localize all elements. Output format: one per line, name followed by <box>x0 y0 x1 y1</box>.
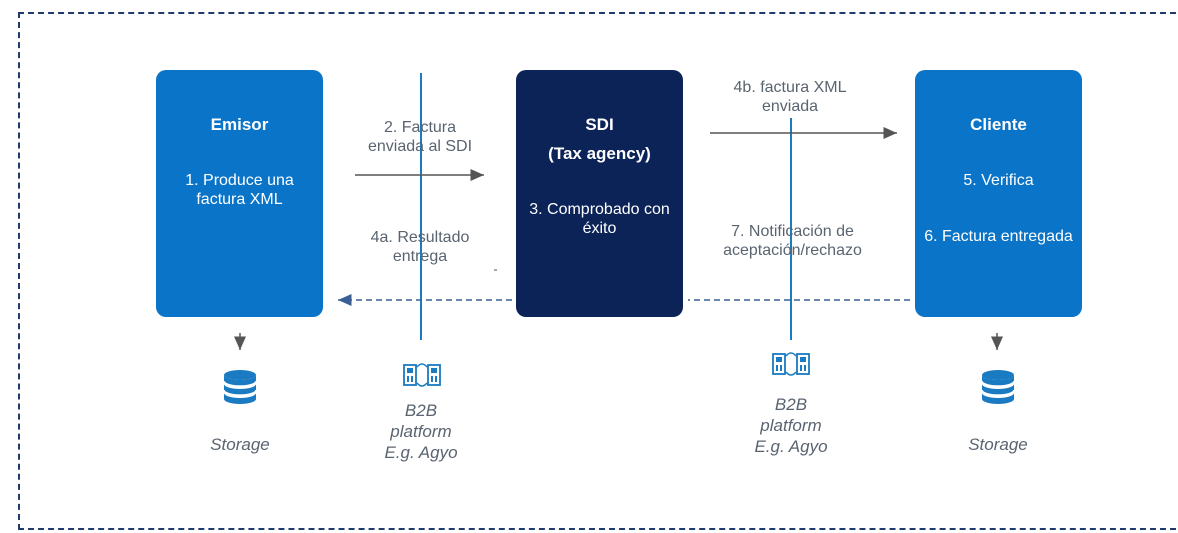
b2b-right-label: B2B platform E.g. Agyo <box>754 395 828 456</box>
storage-left-label: Storage <box>210 435 270 454</box>
cliente-step5: 5. Verifica <box>963 172 1034 189</box>
sdi-title: SDI <box>585 115 614 134</box>
emisor-step1: 1. Produce una factura XML <box>185 172 294 208</box>
emisor-title: Emisor <box>210 115 269 134</box>
sdi-box: SDI (Tax agency) 3. Comprobado con éxito <box>516 70 683 317</box>
cliente-box: Cliente 5. Verifica 6. Factura entregada <box>915 70 1082 317</box>
database-icon-left <box>223 370 257 404</box>
b2b-left-label: B2B platform E.g. Agyo <box>384 401 458 462</box>
label-step2: 2. Factura enviada al SDI <box>367 119 473 155</box>
sdi-step3: 3. Comprobado con éxito <box>529 201 670 237</box>
emisor-box: Emisor 1. Produce una factura XML <box>156 70 323 317</box>
diagram-frame <box>18 12 1176 530</box>
sdi-subtitle: (Tax agency) <box>548 144 651 163</box>
label-step4b: 4b. factura XML enviada <box>733 79 847 115</box>
label-step7: 7. Notificación de aceptación/rechazo <box>723 223 862 259</box>
label-step4a: 4a. Resultado entrega <box>370 229 470 265</box>
b2b-buildings-icon-left <box>403 363 441 387</box>
b2b-buildings-icon-right <box>772 352 810 376</box>
storage-right-label: Storage <box>968 435 1028 454</box>
cliente-title: Cliente <box>970 115 1027 134</box>
cliente-step6: 6. Factura entregada <box>924 228 1073 245</box>
database-icon-right <box>981 370 1015 404</box>
